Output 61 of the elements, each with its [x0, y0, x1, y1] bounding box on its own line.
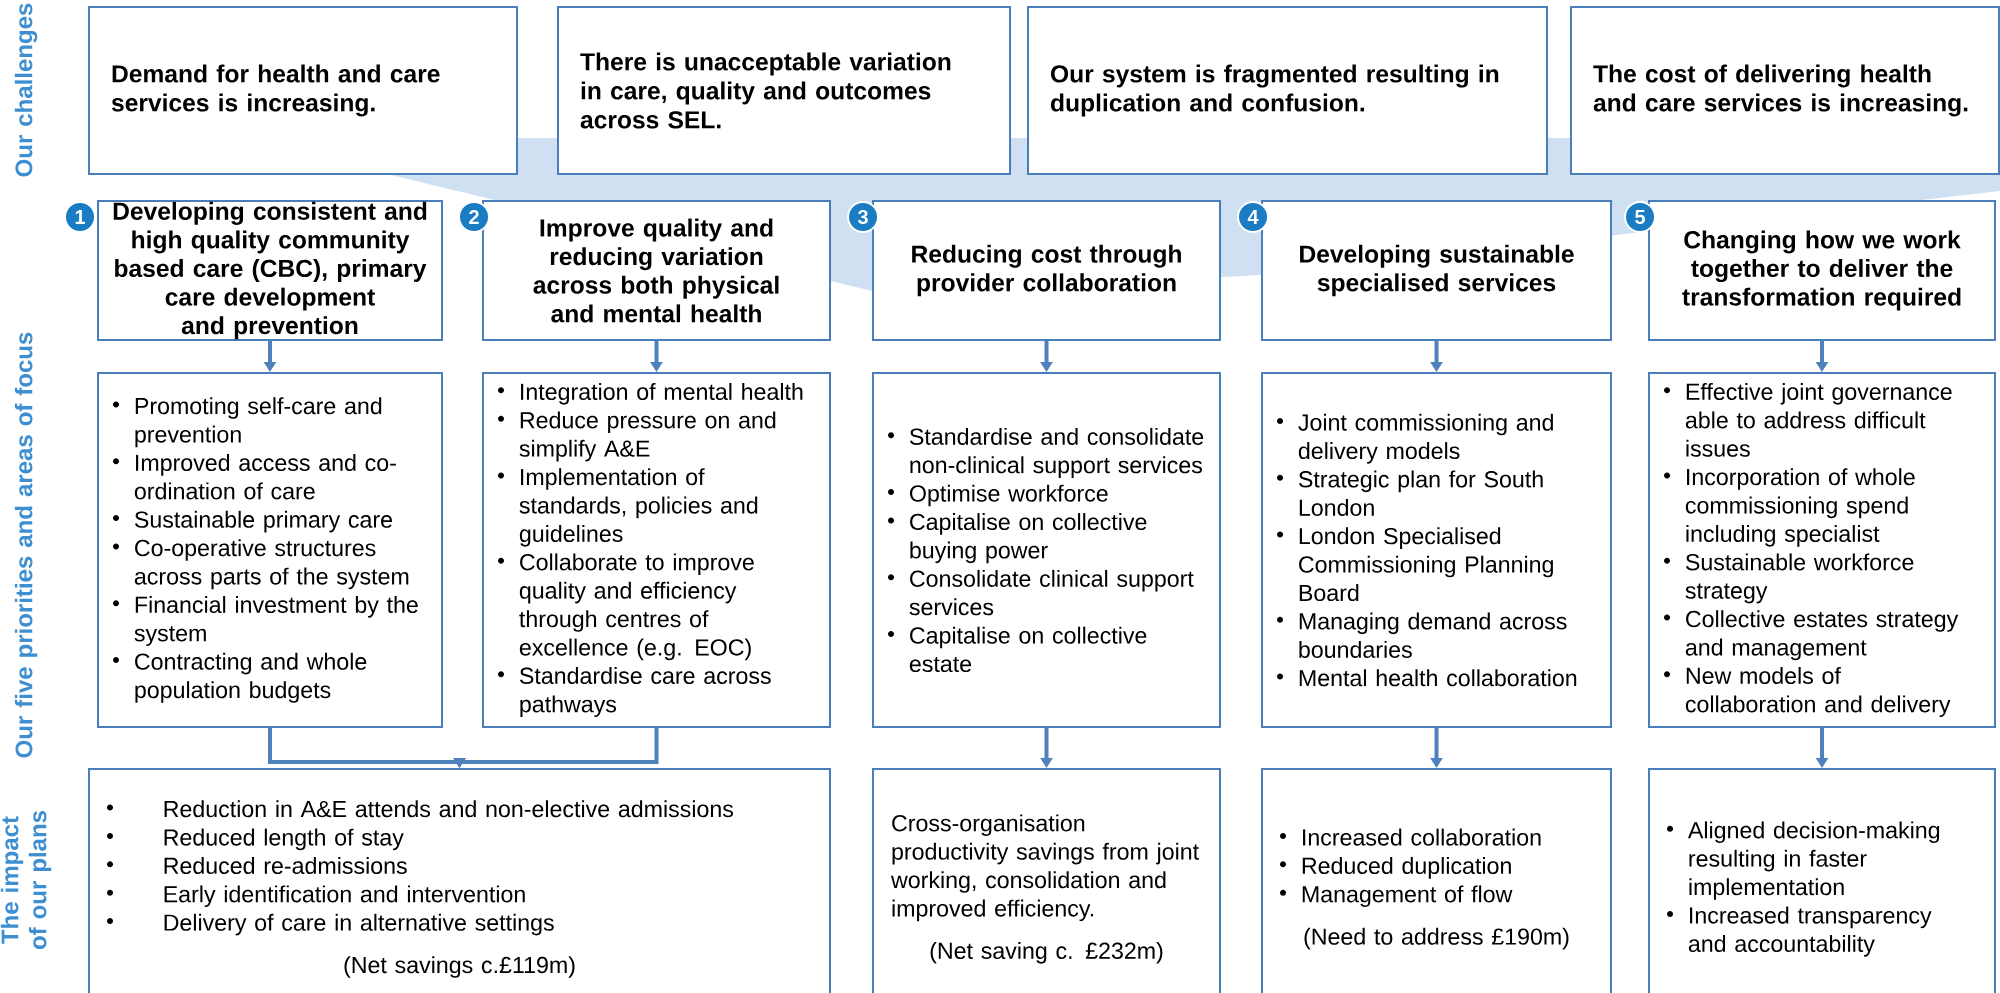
bullet-item: Optimise workforce — [888, 484, 1108, 507]
bullet-item: Reduction in A&E attends and non-elective admissions — [107, 800, 734, 818]
savings-note: (Net saving c. £232m) — [930, 942, 1163, 964]
bullet-item: Incorporation of whole commissioning spend including specialist — [1664, 468, 1915, 547]
bullet-item: New models of collaboration and delivery — [1664, 667, 1951, 718]
impact-box — [1261, 768, 1612, 993]
challenge-box: Our system is fragmented resulting in duplication and confusion. — [1027, 6, 1548, 175]
impact-box — [872, 768, 1221, 993]
bullet-item: Implementation of standards, policies and guidelines — [498, 468, 758, 547]
bullet-item: Improved access and co-ordination of care — [113, 454, 396, 500]
impact-box — [88, 768, 831, 993]
bullet-item: Aligned decision-making resulting in faster implementation — [1667, 821, 1940, 900]
bullet-item: Joint commissioning and delivery models — [1277, 413, 1553, 464]
bullet-item: Integration of mental health — [498, 383, 803, 405]
bullet-item: Capitalise on collective estate — [888, 626, 1147, 673]
priority-box: Developing consistent and high quality community based care (CBC), primary care development and prevention — [97, 200, 443, 341]
challenge-box: Demand for health and care services is increasing. — [88, 6, 518, 175]
priority-box: Changing how we work together to deliver the transformation required — [1648, 200, 1996, 341]
bullet-item: Reduced re-admissions — [107, 857, 407, 875]
side-label: Our challenges — [14, 3, 38, 177]
bullet-item: Reduced duplication — [1280, 857, 1511, 879]
savings-note: (Need to address £190m) — [1304, 927, 1569, 950]
bullet-item: Increased collaboration — [1280, 828, 1541, 846]
focus-box — [1648, 372, 1996, 728]
bullet-item: Collaborate to improve quality and efficiency through centres of excellence (e.g. EOC) — [498, 553, 754, 661]
bullet-item: Delivery of care in alternative settings — [107, 913, 554, 936]
bullet-item: Sustainable primary care — [113, 510, 392, 533]
bullet-item: Reduced length of stay — [107, 828, 404, 851]
bullet-item: Contracting and whole population budgets — [113, 652, 367, 703]
bullet-item: Effective joint governance able to address difficult issues — [1664, 383, 1952, 457]
savings-note: (Net savings c.£119m) — [344, 956, 575, 978]
bullet-item: Capitalise on collective buying power — [888, 513, 1147, 564]
impact-text: Cross-organisation productivity savings from joint working, consolidation and improved efficiency. — [891, 814, 1199, 922]
bullet-item: Sustainable workforce strategy — [1664, 553, 1914, 604]
priority-box: Developing sustainable specialised services — [1261, 200, 1612, 341]
bullet-item: Management of flow — [1280, 885, 1513, 908]
bullet-item: Consolidate clinical support services — [888, 569, 1194, 616]
focus-box — [872, 372, 1221, 728]
focus-box — [482, 372, 831, 728]
bullet-item: Mental health collaboration — [1277, 669, 1577, 687]
impact-box — [1648, 768, 1996, 993]
bullet-item: Early identification and intervention — [107, 885, 525, 908]
priority-box: Reducing cost through provider collaboration — [872, 200, 1221, 341]
challenge-box: The cost of delivering health and care services is increasing. — [1570, 6, 2000, 175]
priority-box: Improve quality and reducing variation across both physical and mental health — [482, 200, 831, 341]
bullet-item: London Specialised Commissioning Planning Board — [1277, 527, 1553, 602]
bullet-item: Standardise care across pathways — [498, 667, 771, 718]
bullet-item: Standardise and consolidate non-clinical support services — [888, 427, 1204, 478]
side-label: The impact of our plans — [0, 811, 52, 950]
challenge-box: There is unacceptable variation in care, quality and outcomes across SEL. — [557, 6, 1011, 175]
side-label: Our five priorities and areas of focus — [14, 332, 38, 758]
focus-box — [1261, 372, 1612, 728]
bullet-item: Managing demand across boundaries — [1277, 612, 1567, 658]
bullet-item: Co-operative structures across parts of the system — [113, 539, 409, 590]
bullet-item: Increased transparency and accountability — [1667, 906, 1932, 957]
bullet-item: Financial investment by the system — [113, 596, 418, 647]
focus-box — [97, 372, 443, 728]
bullet-item: Reduce pressure on and simplify A&E — [498, 411, 776, 462]
bullet-item: Promoting self-care and prevention — [113, 397, 382, 448]
bullet-item: Strategic plan for South London — [1277, 470, 1543, 516]
bullet-item: Collective estates strategy and management — [1664, 610, 1959, 661]
